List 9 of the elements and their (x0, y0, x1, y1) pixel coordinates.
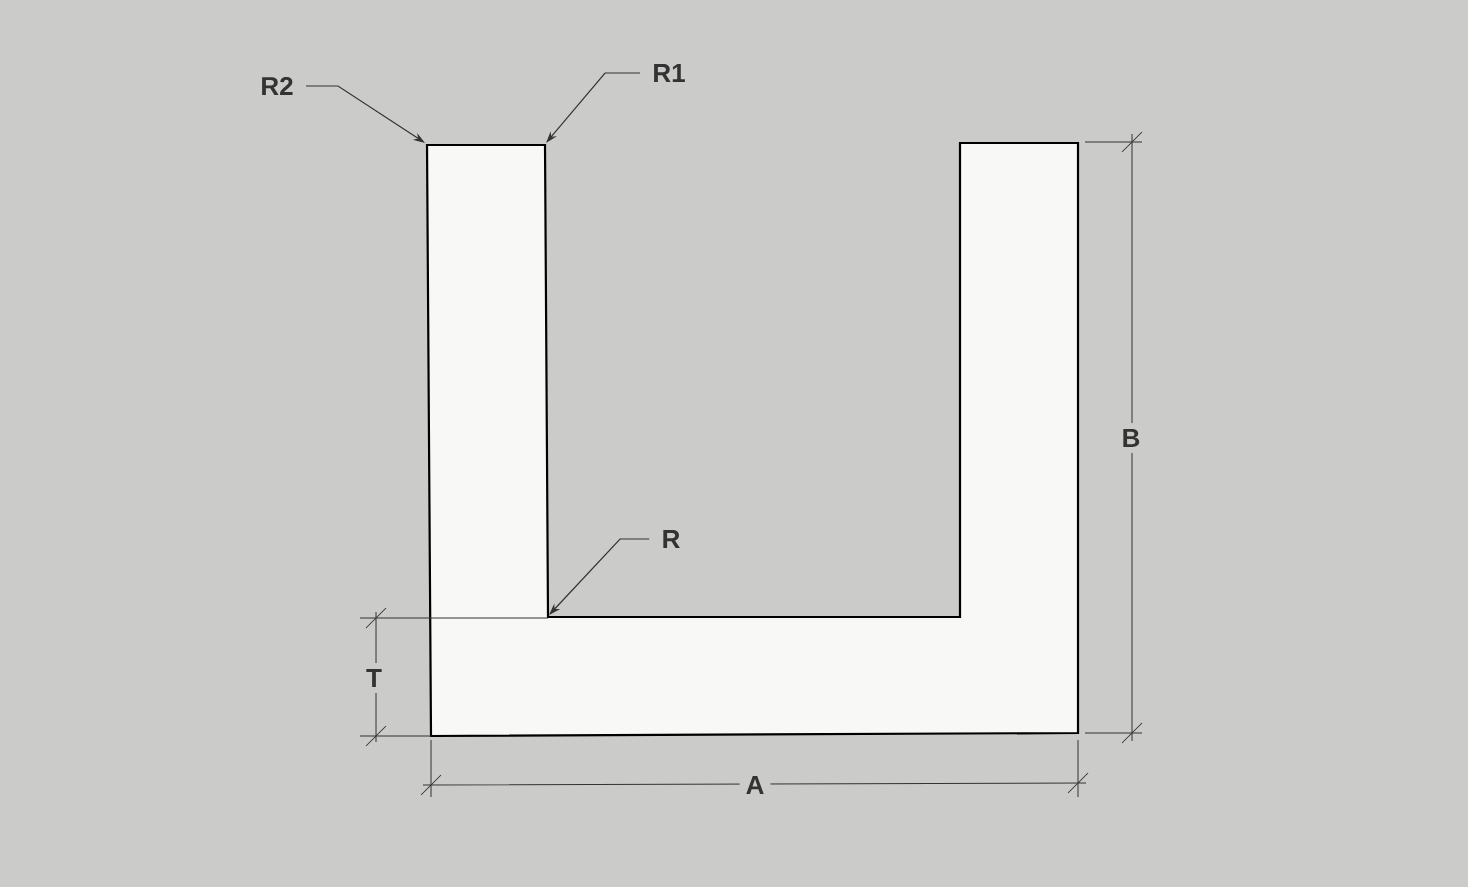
dimension-label: B (1115, 423, 1147, 453)
leader-line (305, 85, 425, 143)
leader-line (546, 72, 641, 143)
callout-label: R1 (654, 64, 685, 82)
leader-line (549, 538, 650, 615)
dimension-label: A (739, 770, 771, 800)
callout-label: R2 (262, 76, 293, 96)
dimension-label: T (360, 663, 388, 693)
callout-label: R (663, 530, 680, 548)
